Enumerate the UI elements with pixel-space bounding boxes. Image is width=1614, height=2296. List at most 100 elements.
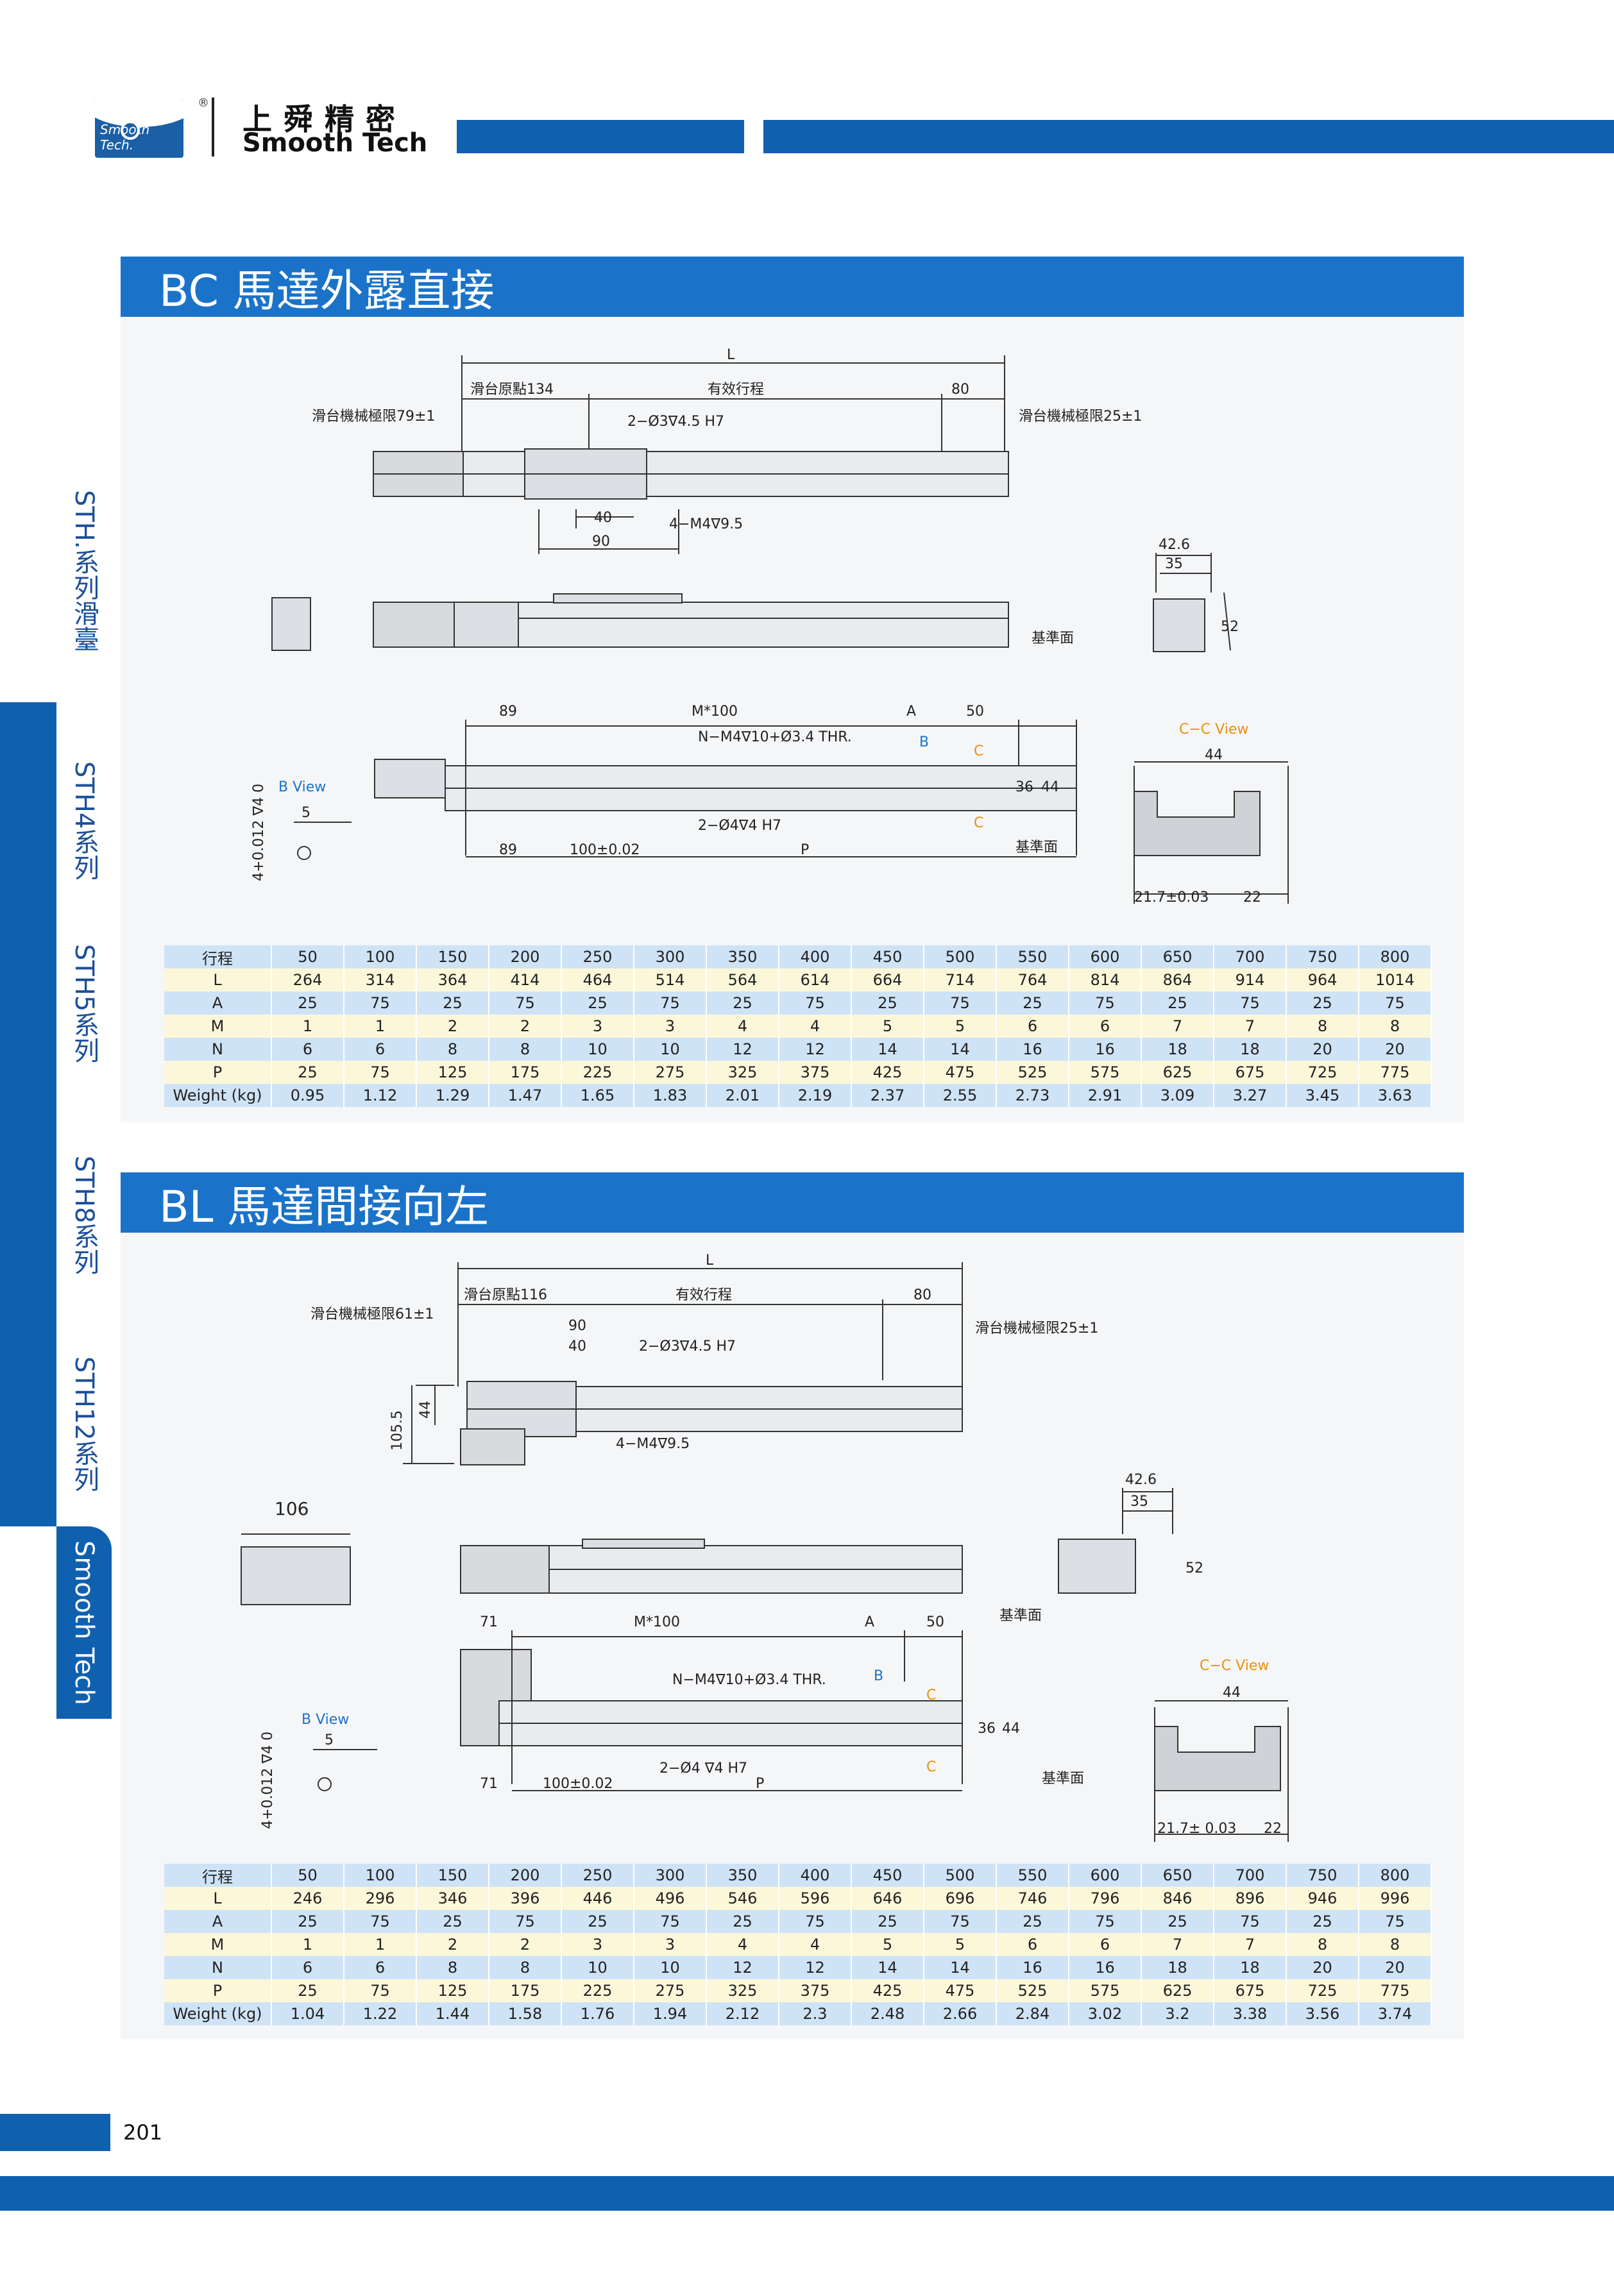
table-cell: 175	[489, 1979, 562, 2002]
bl-pin2: 2−Ø4 ∇4 H7	[659, 1760, 747, 1777]
table-cell: 550	[996, 1864, 1069, 1887]
table-cell: 525	[996, 1979, 1069, 2002]
table-cell: 8	[489, 1956, 562, 1979]
table-cell: 650	[1141, 1864, 1214, 1887]
table-cell: 175	[489, 1061, 562, 1084]
table-cell: 25	[561, 992, 634, 1015]
table-cell: 3.09	[1141, 1084, 1214, 1107]
sidebar-item-sth12[interactable]: STH12系列	[56, 1356, 112, 1492]
bl-dim-pitch: 100±0.02	[543, 1776, 613, 1792]
bl-b-view: B View	[302, 1712, 349, 1728]
table-cell: 596	[779, 1887, 852, 1910]
bc-dim-a: A	[906, 704, 916, 720]
footer-bar	[0, 2176, 1614, 2211]
table-cell: 12	[706, 1038, 779, 1061]
bc-dim-90: 90	[592, 534, 610, 550]
table-cell: 75	[779, 1910, 852, 1933]
table-cell: 625	[1141, 1979, 1214, 2002]
bc-dim-52: 52	[1221, 619, 1239, 635]
bl-c-mark-bottom: C	[926, 1759, 936, 1775]
table-cell: 20	[1286, 1956, 1359, 1979]
table-cell: 200	[489, 1864, 562, 1887]
bc-dim-50: 50	[966, 704, 984, 720]
table-cell: 5	[851, 1933, 924, 1956]
table-cell: 2.01	[706, 1084, 779, 1107]
table-cell: 5	[924, 1933, 997, 1956]
bl-dim-44b: 44	[1002, 1721, 1020, 1737]
table-cell: 400	[779, 1864, 852, 1887]
table-cell: 10	[561, 1956, 634, 1979]
table-cell: 18	[1141, 1038, 1214, 1061]
table-cell: 225	[561, 1979, 634, 2002]
table-cell: 2.3	[779, 2002, 852, 2025]
sidebar-item-sth5[interactable]: STH5系列	[56, 936, 112, 1071]
table-cell: 500	[924, 1864, 997, 1887]
bl-dim-105-5: 105.5	[389, 1410, 405, 1451]
sidebar-item-sth4[interactable]: STH4系列	[56, 754, 112, 888]
bc-dim-35: 35	[1165, 556, 1183, 572]
sidebar-item-sth8[interactable]: STH8系列	[56, 1148, 112, 1283]
table-cell: 550	[996, 945, 1069, 968]
bc-dim-89a: 89	[499, 704, 517, 720]
bc-tap: 4−M4∇9.5	[669, 516, 743, 532]
table-cell: 1.58	[489, 2002, 562, 2025]
table-cell: 125	[416, 1979, 489, 2002]
brand-name-en: Smooth Tech	[242, 128, 428, 158]
bl-dim-end: 80	[913, 1287, 931, 1303]
table-cell: 6	[271, 1956, 344, 1979]
bc-dim-m100: M*100	[692, 704, 738, 720]
table-cell: 1.29	[416, 1084, 489, 1107]
company-logo: Smooth Tech.	[95, 99, 183, 158]
logo-text: Smooth Tech.	[100, 122, 150, 153]
table-cell: 10	[561, 1038, 634, 1061]
table-cell: 6	[996, 1015, 1069, 1038]
sidebar-item-label: STH8系列	[69, 1156, 99, 1275]
bl-b-mark: B	[874, 1668, 883, 1684]
table-cell: 614	[779, 968, 852, 992]
table-cell: 18	[1141, 1956, 1214, 1979]
table-cell: 564	[706, 968, 779, 992]
table-cell: 8	[1359, 1933, 1432, 1956]
table-cell: 296	[344, 1887, 417, 1910]
table-cell: 3.63	[1359, 1084, 1432, 1107]
table-cell: 414	[489, 968, 562, 992]
table-cell: 3.45	[1286, 1084, 1359, 1107]
table-cell: 25	[1286, 1910, 1359, 1933]
brand-name-cn: 上舜精密	[242, 102, 407, 137]
table-cell: 12	[779, 1038, 852, 1061]
bc-dim-36: 36	[1015, 779, 1033, 795]
table-cell: 75	[489, 1910, 562, 1933]
table-cell: 514	[634, 968, 707, 992]
table-cell: 12	[779, 1956, 852, 1979]
sidebar-item-label: STH4系列	[69, 761, 99, 881]
table-cell: 725	[1286, 1979, 1359, 2002]
table-cell: 20	[1359, 1956, 1432, 1979]
table-cell: 964	[1286, 968, 1359, 992]
table-cell: 6	[344, 1956, 417, 1979]
table-cell: 1.47	[489, 1084, 562, 1107]
table-cell: 325	[706, 1061, 779, 1084]
bl-dim-5: 5	[325, 1732, 334, 1748]
sidebar-accent	[0, 702, 56, 1526]
table-cell: 250	[561, 945, 634, 968]
table-cell: 1.83	[634, 1084, 707, 1107]
table-cell: N	[164, 1038, 272, 1061]
table-cell: 200	[489, 945, 562, 968]
sidebar-item-sth-series[interactable]: STH.系列滑臺	[56, 490, 112, 652]
table-cell: 4	[706, 1933, 779, 1956]
sidebar-item-smooth-tech[interactable]: Smooth Tech	[56, 1526, 112, 1719]
bl-dim-m100: M*100	[634, 1614, 680, 1630]
bl-dim-44c: 44	[1223, 1685, 1241, 1701]
table-cell: 75	[634, 992, 707, 1015]
bl-dim-a: A	[865, 1614, 874, 1630]
table-cell: 796	[1069, 1887, 1142, 1910]
table-cell: 75	[634, 1910, 707, 1933]
